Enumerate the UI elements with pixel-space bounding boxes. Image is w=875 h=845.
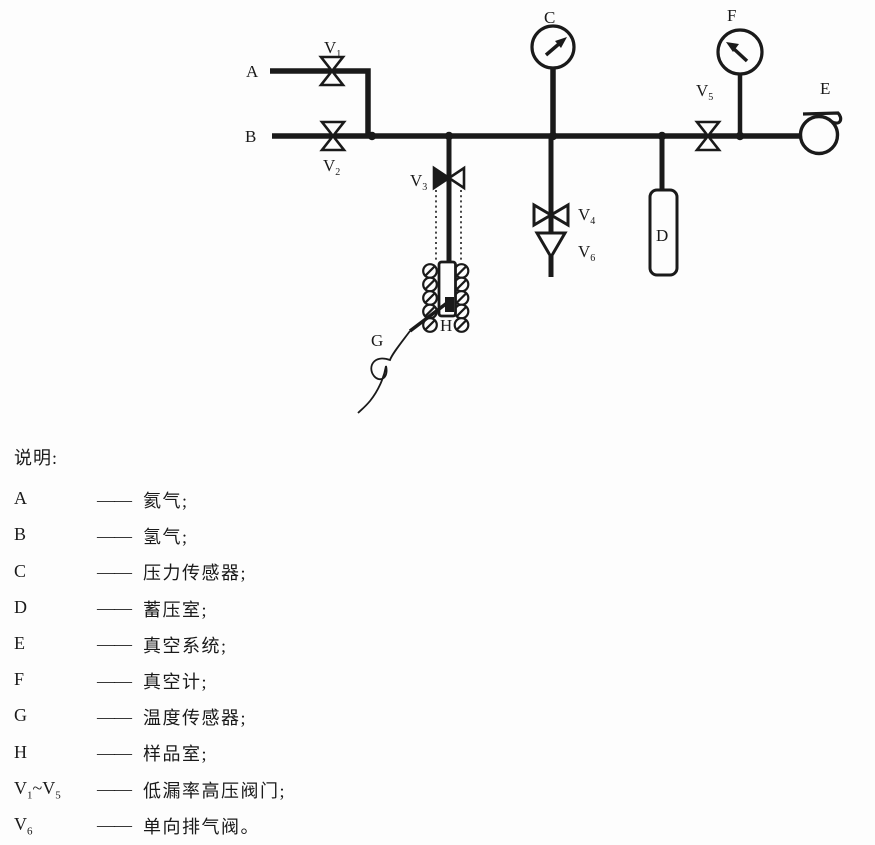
legend-key: G xyxy=(14,705,27,726)
gauge-c xyxy=(530,24,576,70)
label-a: A xyxy=(246,62,259,81)
legend: 说明: A —— 氦气; B —— 氢气; C —— 压力传感器; D —— 蓄… xyxy=(14,444,574,844)
legend-desc: 氢气; xyxy=(143,527,189,548)
legend-key: F xyxy=(14,669,25,690)
gauge-c-needle xyxy=(544,41,562,57)
legend-row-d: D —— 蓄压室; xyxy=(14,591,574,627)
legend-key: A xyxy=(14,488,27,509)
legend-desc: 温度传感器; xyxy=(143,708,248,729)
dotted-guides xyxy=(435,190,462,262)
legend-row-a: A —— 氦气; xyxy=(14,482,574,518)
legend-dash: —— xyxy=(97,779,132,800)
legend-key: H xyxy=(14,741,27,762)
legend-dash: —— xyxy=(97,561,132,582)
legend-row-h: H —— 样品室; xyxy=(14,735,574,771)
legend-desc: 低漏率高压阀门; xyxy=(143,780,287,801)
valve-v1 xyxy=(318,55,346,87)
valves xyxy=(318,55,722,260)
legend-row-v1-v5: V1~V5 —— 低漏率高压阀门; xyxy=(14,772,574,808)
component-labels: A B C D E F G H xyxy=(245,6,830,350)
legend-dash: —— xyxy=(97,634,132,655)
label-f: F xyxy=(727,6,736,25)
chamber-h xyxy=(437,260,457,318)
legend-dash: —— xyxy=(97,598,132,619)
label-v1: V1 xyxy=(324,38,341,60)
legend-row-v6: V6 —— 单向排气阀。 xyxy=(14,808,574,844)
legend-key: D xyxy=(14,596,27,617)
pipes xyxy=(270,66,800,277)
thermocouple-g xyxy=(357,301,449,414)
pump-e-hook xyxy=(802,111,843,125)
gauge-f-needle xyxy=(732,47,749,63)
legend-dash: —— xyxy=(97,815,132,836)
legend-key: C xyxy=(14,560,27,581)
schematic-diagram: A B C D E F G H V1 V2 V3 V4 V5 V6 xyxy=(245,6,843,414)
check-valve-v6 xyxy=(534,231,568,260)
gauge-c-needle-tip xyxy=(555,37,567,48)
valve-v5 xyxy=(694,120,722,152)
junction-dot xyxy=(735,131,745,141)
legend-desc: 真空计; xyxy=(143,672,209,693)
legend-desc: 氦气; xyxy=(143,491,189,512)
label-e: E xyxy=(820,79,830,98)
legend-dash: —— xyxy=(97,742,132,763)
legend-row-f: F —— 真空计; xyxy=(14,663,574,699)
label-v6: V6 xyxy=(578,242,595,264)
chamber-sample xyxy=(445,297,454,312)
label-h: H xyxy=(440,316,452,335)
label-g: G xyxy=(371,331,383,350)
legend-dash: —— xyxy=(97,706,132,727)
legend-title: 说明: xyxy=(14,448,59,468)
pipe-a xyxy=(270,68,371,136)
junction-dot xyxy=(444,131,454,141)
label-v4: V4 xyxy=(578,205,595,227)
legend-key: V6 xyxy=(14,813,33,838)
label-v5: V5 xyxy=(696,81,713,103)
legend-dash: —— xyxy=(97,525,132,546)
label-v3: V3 xyxy=(410,171,427,193)
label-v2: V2 xyxy=(323,156,340,178)
legend-row-c: C —— 压力传感器; xyxy=(14,554,574,590)
legend-desc: 单向排气阀。 xyxy=(143,816,260,837)
junction-dots xyxy=(367,131,745,141)
pump-e xyxy=(798,111,843,156)
legend-desc: 真空系统; xyxy=(143,635,228,656)
junction-dot xyxy=(657,131,667,141)
gauge-f-needle-tip xyxy=(726,42,739,52)
label-b: B xyxy=(245,127,256,146)
junction-dot xyxy=(367,131,377,141)
legend-key: E xyxy=(14,633,25,654)
thermocouple-wire xyxy=(357,330,411,414)
label-c: C xyxy=(544,8,555,27)
valve-v4 xyxy=(532,202,570,228)
legend-dash: —— xyxy=(97,489,132,510)
legend-desc: 压力传感器; xyxy=(143,563,248,584)
legend-desc: 蓄压室; xyxy=(143,599,209,620)
valve-v2 xyxy=(319,120,347,152)
junction-dot xyxy=(548,131,558,141)
label-d: D xyxy=(656,226,668,245)
valve-labels: V1 V2 V3 V4 V5 V6 xyxy=(323,38,713,264)
legend-dash: —— xyxy=(97,670,132,691)
gauge-f xyxy=(716,28,764,76)
legend-row-b: B —— 氢气; xyxy=(14,518,574,554)
valve-v3 xyxy=(432,165,466,191)
legend-key: V1~V5 xyxy=(14,777,61,802)
legend-row-g: G —— 温度传感器; xyxy=(14,699,574,735)
cylinder-d xyxy=(648,188,679,277)
coil-left xyxy=(422,263,438,333)
legend-desc: 样品室; xyxy=(143,744,209,765)
legend-key: B xyxy=(14,524,27,545)
thermocouple-lead xyxy=(408,301,449,333)
legend-row-e: E —— 真空系统; xyxy=(14,627,574,663)
